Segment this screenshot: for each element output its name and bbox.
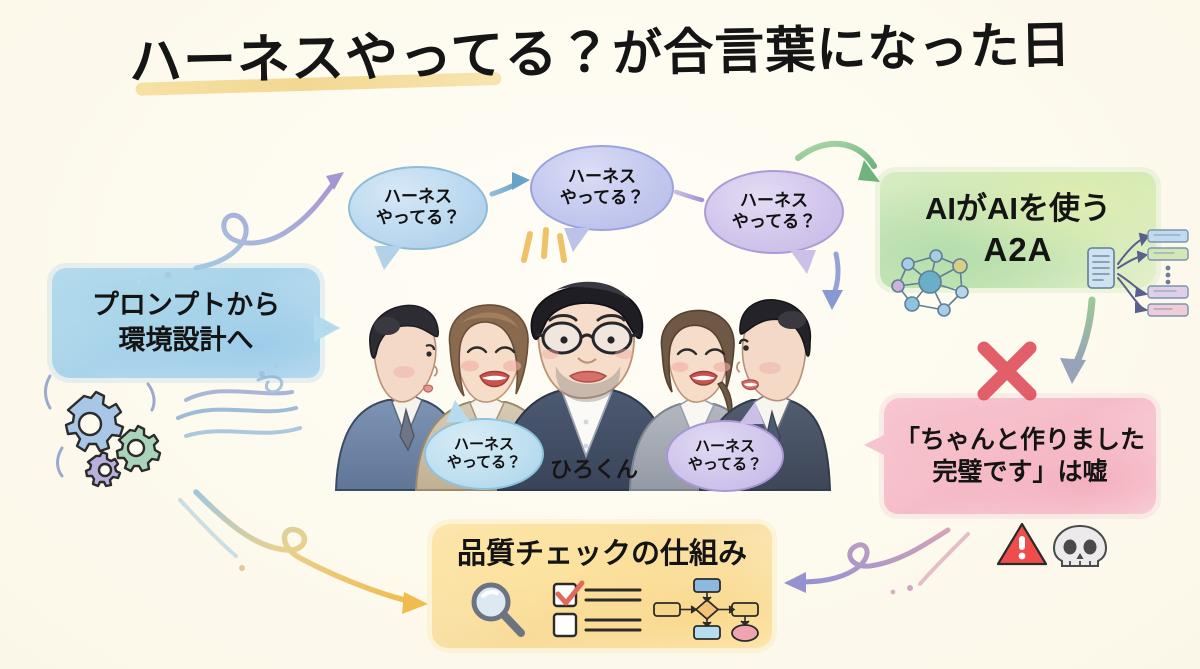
bubble-line-2: やってる？ [559,188,645,207]
bubble-tail [374,246,402,270]
arrow-pink-to-yellow [784,527,970,595]
panel-line-1: プロンプトから [91,290,281,321]
warning-triangle-icon [996,522,1048,566]
bubble-text: ハーネス やってる？ [376,187,460,228]
bubble-tail [446,400,471,422]
bubble-background [704,170,844,254]
bubble-tail [564,228,590,252]
magnifying-glass-icon [466,578,528,640]
panel-text: 「ちゃんと作りました 完璧です」は嘘 [895,424,1145,488]
panel-line-1: 「ちゃんと作りました [894,426,1145,454]
bubble-line-1: ハーネス [740,191,808,211]
arrow-left-to-yellow [178,489,428,614]
panel-prompt-to-environment[interactable]: プロンプトから 環境設計へ [52,268,340,378]
bubble-line-1: ハーネス [568,167,636,187]
bubble-line-2: やってる？ [446,454,522,471]
center-person-name-label: ひろくん [549,457,638,482]
bubble-line-2: やってる？ [687,456,763,473]
panel-perfect-is-a-lie[interactable]: 「ちゃんと作りました 完璧です」は嘘 [864,398,1156,514]
speech-bubble-1[interactable]: ハーネス やってる？ [348,166,488,270]
panel-wash [52,268,320,378]
bubble-background [348,166,488,250]
bubble-line-1: ハーネス [453,435,514,453]
bubble-tail [739,402,764,424]
network-graph-icon [886,240,978,322]
bubble-background [666,420,784,492]
document-list-icon [1086,224,1194,328]
speech-bubble-5[interactable]: ハーネス やってる？ [666,402,784,492]
arrow-bubble1-to-bubble2 [489,172,530,197]
bubble-line-1: ハーネス [694,437,755,455]
panel-line-1: AIがAIを使う [925,191,1111,227]
bubble-text: ハーネス やってる？ [732,191,816,232]
flowchart-icon [652,578,760,642]
person-center-hirokun [496,281,676,491]
bubble-text: ハーネス やってる？ [688,438,762,475]
page-title-part2: が合言葉になった日 [611,16,1072,82]
arrow-bubble2-to-bubble3 [673,189,705,203]
bubble-line-2: やってる？ [731,212,817,231]
panel-line-2: A2A [983,230,1053,268]
panel-tail [314,314,340,342]
speech-bubble-3[interactable]: ハーネス やってる？ [704,170,844,274]
panel-line-2: 完璧です」は嘘 [932,458,1108,486]
bubble-line-2: やってる？ [375,208,461,227]
panel-wash [884,398,1156,514]
page-title-part1: ハーネスやってる？ [128,23,613,93]
bubble-line-1: ハーネス [384,187,452,207]
panel-text: 品質チェックの仕組み [432,536,772,573]
bubble-text: ハーネス やってる？ [447,436,521,473]
panel-tail [864,432,890,458]
warning-and-skull-icons [996,520,1116,570]
red-x-icon [972,338,1042,404]
gears-icon [44,372,174,488]
panel-text: AIがAIを使う A2A [925,189,1111,271]
speech-bubble-4[interactable]: ハーネス やってる？ [424,400,544,490]
bubble-tail [790,250,816,274]
panel-line-2: 環境設計へ [118,325,254,355]
bubble-background [424,418,544,490]
page-title: ハーネスやってる？が合言葉になった日 [128,16,1072,96]
bubble-text: ハーネス やってる？ [560,167,644,208]
speech-bubble-2[interactable]: ハーネス やってる？ [530,145,674,252]
panel-line-1: 品質チェックの仕組み [456,538,747,570]
bubble-background [530,145,674,231]
page-title-container: ハーネスやってる？が合言葉になった日 [0,17,1200,96]
skull-icon [1052,524,1108,567]
person-left-man [334,304,466,491]
panel-text: プロンプトから 環境設計へ [92,288,280,357]
checklist-icon [552,580,644,638]
spark-lines-icon [516,222,576,266]
